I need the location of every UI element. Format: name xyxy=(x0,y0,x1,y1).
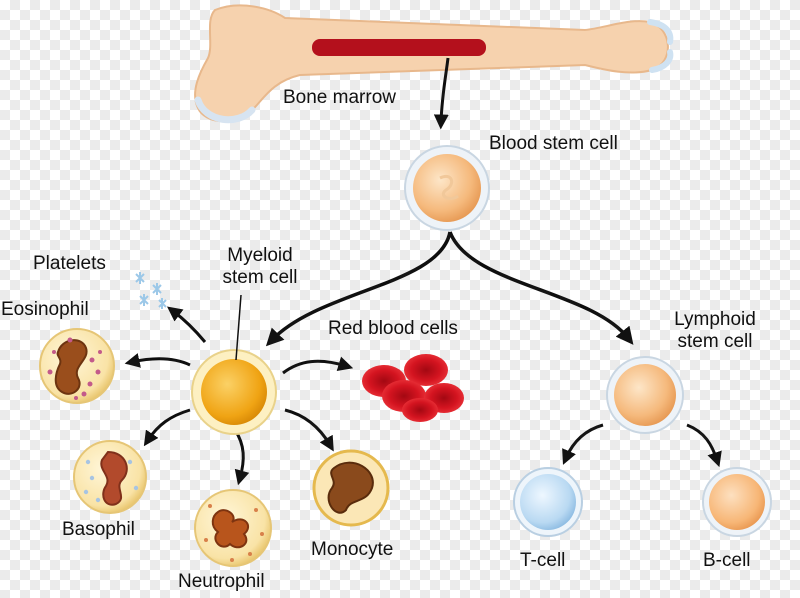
myeloid-stem-cell-label: Myeloid stem cell xyxy=(205,245,315,289)
arrow-to-neutrophil xyxy=(233,429,250,486)
platelets-label: Platelets xyxy=(33,253,106,274)
platelets-cluster xyxy=(135,272,167,309)
lymphoid-label-line1: Lymphoid xyxy=(674,309,756,330)
arrow-to-b-cell xyxy=(686,423,722,468)
arrow-to-monocyte xyxy=(284,408,334,452)
blood-stem-cell-label: Blood stem cell xyxy=(489,133,618,154)
basophil-label: Basophil xyxy=(62,519,135,540)
t-cell-label: T-cell xyxy=(520,550,566,571)
red-blood-cells-cluster xyxy=(362,354,464,422)
eosinophil-cell xyxy=(39,328,115,404)
myeloid-stem-cell xyxy=(191,349,277,435)
lymphoid-label-line2: stem cell xyxy=(677,331,753,352)
b-cell-label: B-cell xyxy=(703,550,751,571)
bone-illustration xyxy=(194,4,674,124)
t-cell xyxy=(513,467,583,537)
arrow-stem-to-myeloid xyxy=(265,231,452,347)
bone-marrow-region xyxy=(312,39,486,56)
bone-marrow-label: Bone marrow xyxy=(283,87,396,108)
monocyte-label: Monocyte xyxy=(311,539,394,560)
arrow-to-platelets xyxy=(167,306,207,343)
arrow-to-red-blood-cells xyxy=(282,356,354,375)
b-cell xyxy=(702,467,772,537)
myeloid-label-pointer xyxy=(235,294,242,361)
arrow-to-basophil xyxy=(143,408,191,447)
monocyte-cell xyxy=(312,449,390,527)
lymphoid-stem-cell-label: Lymphoid stem cell xyxy=(655,309,775,353)
arrow-to-eosinophil xyxy=(124,353,191,368)
myeloid-label-line1: Myeloid xyxy=(227,245,293,266)
arrow-stem-to-lymphoid xyxy=(448,231,634,345)
lymphoid-stem-cell xyxy=(606,356,684,434)
neutrophil-label: Neutrophil xyxy=(178,571,265,592)
blood-stem-cell xyxy=(404,145,490,231)
basophil-cell xyxy=(73,440,147,514)
arrow-to-t-cell xyxy=(562,423,604,465)
neutrophil-cell xyxy=(194,489,272,567)
arrow-marrow-to-stem xyxy=(433,57,450,130)
red-blood-cells-label: Red blood cells xyxy=(328,318,458,339)
eosinophil-label: Eosinophil xyxy=(1,299,89,320)
myeloid-label-line2: stem cell xyxy=(222,267,298,288)
